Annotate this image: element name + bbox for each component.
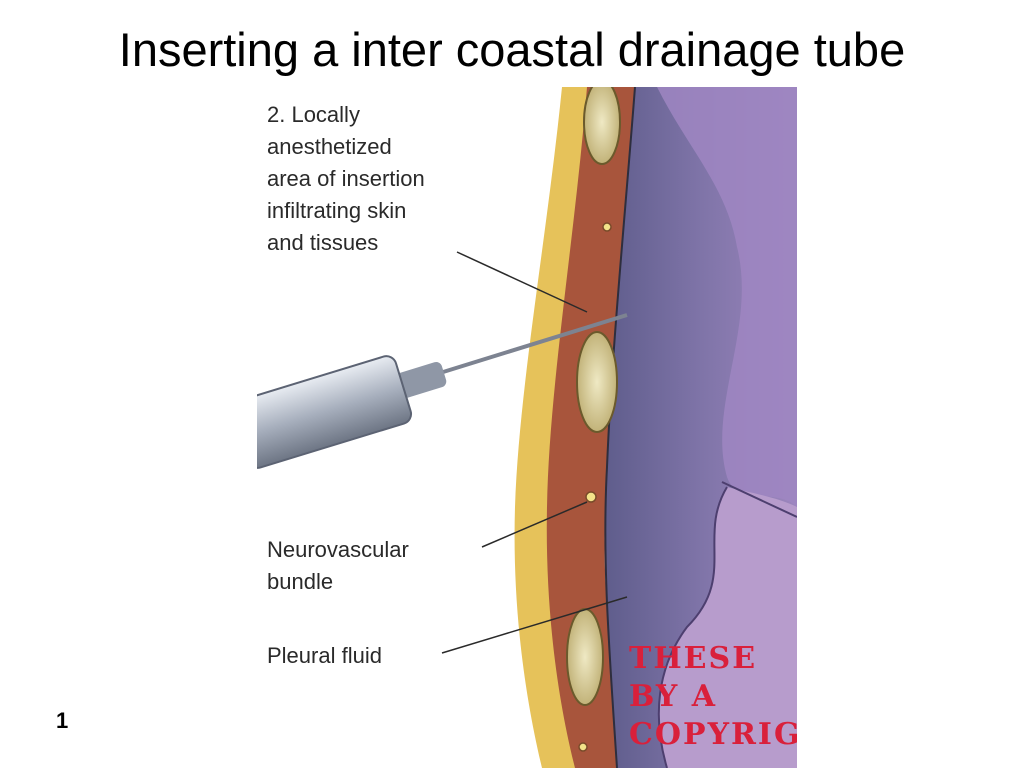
lung-lobe-lower — [658, 487, 797, 768]
syringe-needle — [426, 313, 628, 379]
rib-2 — [576, 331, 618, 433]
lung-lobe-upper — [657, 87, 797, 507]
anatomy-drawing — [257, 87, 797, 768]
copyright-watermark: THESE BY A COPYRIG — [629, 641, 797, 752]
slide-title: Inserting a inter coastal drainage tube — [118, 23, 906, 76]
label-anesthetized-area: 2. Locally anesthetized area of insertio… — [267, 102, 425, 255]
neurovascular-bundle-2 — [585, 491, 597, 503]
neurovascular-bundle-3 — [578, 742, 588, 752]
leader-line-anesthetized — [456, 251, 588, 313]
leader-line-pleural-fluid — [441, 596, 628, 654]
neurovascular-bundle-1 — [602, 222, 612, 232]
leader-line-neurovascular — [481, 501, 588, 548]
chest-tube-illustration: 2. Locally anesthetized area of insertio… — [257, 87, 797, 768]
label-neurovascular-bundle: Neurovascular bundle — [267, 537, 409, 594]
slide-number: 1 — [56, 708, 69, 733]
syringe-barrel — [257, 355, 413, 469]
label-pleural-fluid: Pleural fluid — [267, 643, 382, 668]
syringe-hub — [395, 362, 447, 398]
rib-1 — [583, 87, 621, 165]
rib-3 — [566, 608, 604, 706]
